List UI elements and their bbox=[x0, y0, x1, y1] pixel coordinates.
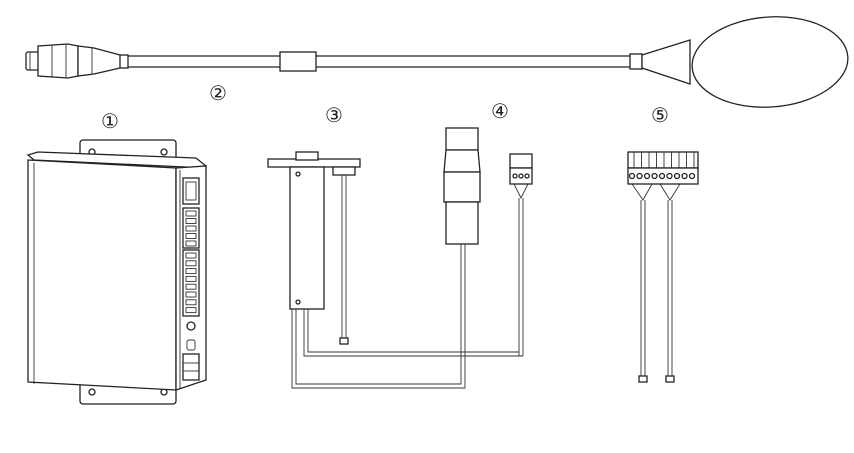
label-1: ① bbox=[101, 109, 119, 133]
label-2: ② bbox=[209, 81, 227, 105]
label-5: ⑤ bbox=[651, 103, 669, 127]
terminal-block-screws bbox=[628, 172, 696, 180]
terminal-strip-lower bbox=[182, 249, 200, 317]
terminal-strip-upper bbox=[182, 207, 200, 249]
gooseneck-microphone bbox=[25, 16, 849, 108]
label-4: ④ bbox=[491, 99, 509, 123]
control-box bbox=[26, 139, 207, 405]
terminal-block-pins bbox=[633, 152, 695, 168]
label-3: ③ bbox=[325, 103, 343, 127]
mounting-bracket bbox=[267, 151, 361, 345]
terminal-block-cable bbox=[627, 151, 699, 383]
connector-cable bbox=[291, 127, 533, 389]
